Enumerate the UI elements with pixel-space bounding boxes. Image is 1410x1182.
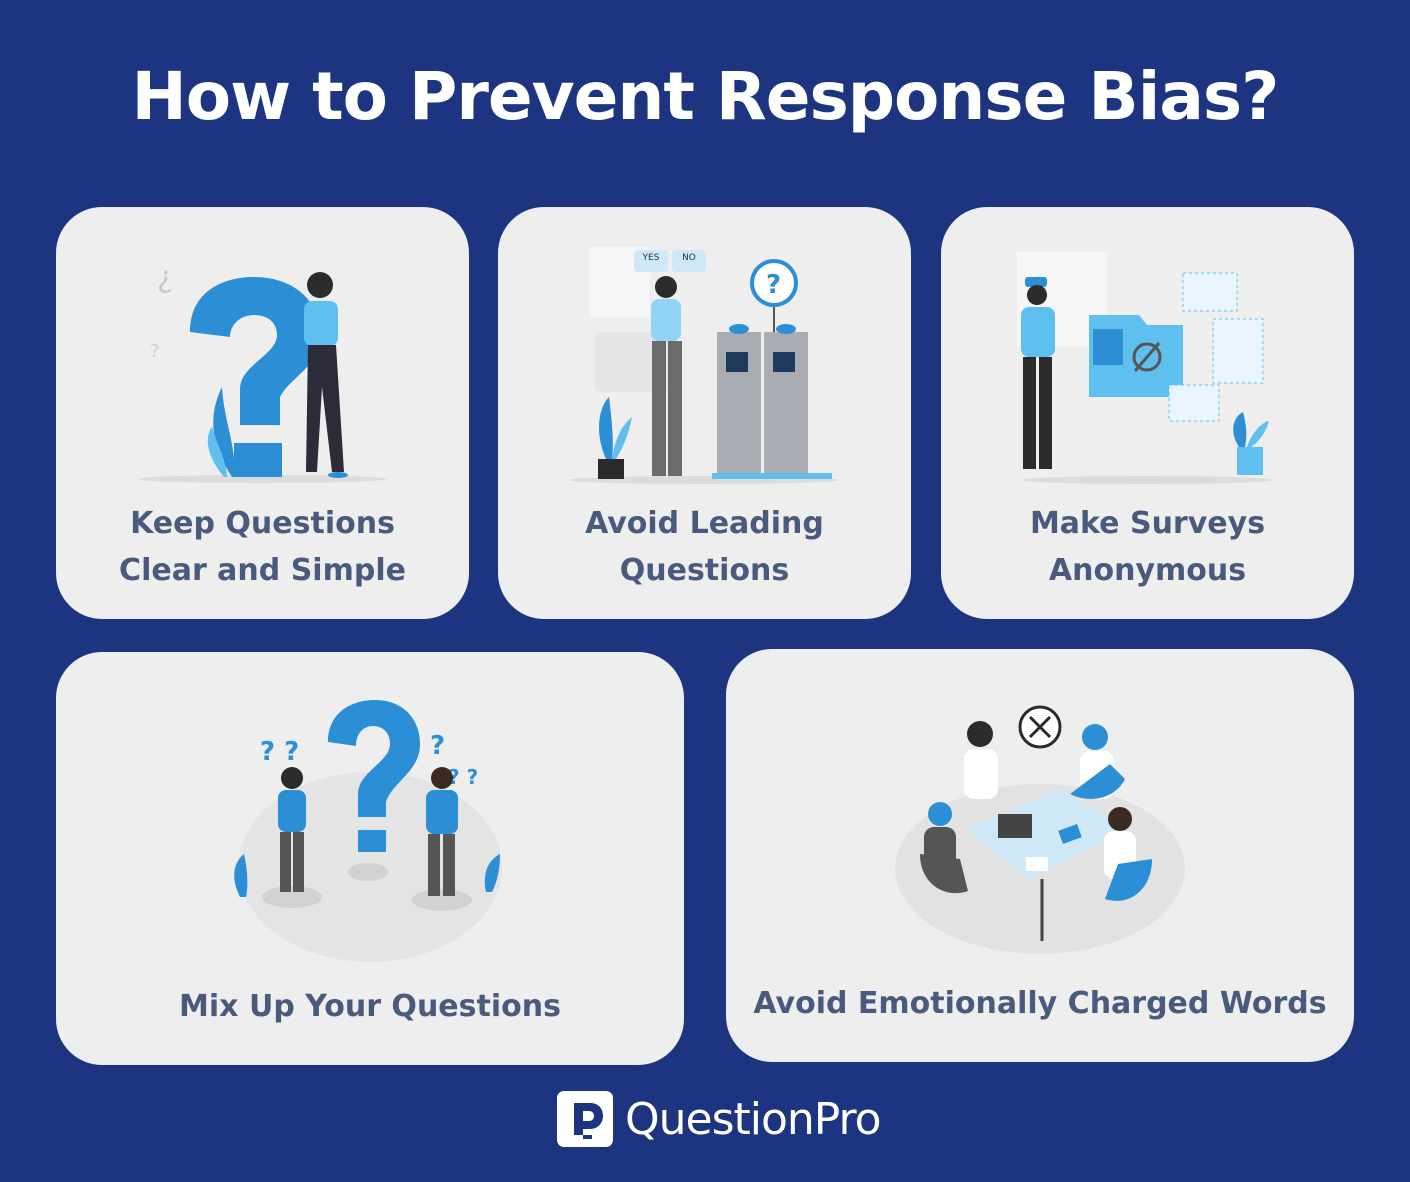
- card-avoid-leading-questions: ? YES NO Avoid Leading Questions: [498, 207, 911, 619]
- yes-bubble: YES: [642, 253, 660, 263]
- brand-name: QuestionPro: [625, 1093, 882, 1145]
- card-label-line2: Clear and Simple: [119, 553, 406, 588]
- card-label: Mix Up Your Questions: [179, 989, 561, 1024]
- card-make-surveys-anonymous: Make Surveys Anonymous: [941, 207, 1354, 619]
- card-label-line1: Make Surveys: [1029, 506, 1266, 541]
- person-choosing-yes-no-buttons-illustration: ?: [569, 247, 839, 484]
- svg-text:? ?: ? ?: [260, 737, 299, 767]
- card-label-line2: Questions: [619, 553, 790, 588]
- brand-footer: QuestionPro: [557, 1090, 882, 1148]
- svg-text:? ?: ? ?: [448, 765, 478, 789]
- two-people-with-question-marks-illustration: ? ? ? ? ?: [234, 700, 502, 962]
- svg-text:?: ?: [150, 341, 160, 362]
- svg-text:?: ?: [766, 270, 781, 300]
- card-label: Avoid Emotionally Charged Words: [753, 986, 1327, 1021]
- card-label-line2: Anonymous: [1048, 553, 1247, 588]
- page-title: How to Prevent Response Bias?: [131, 58, 1280, 135]
- svg-text:¿: ¿: [157, 260, 173, 295]
- card-keep-questions-clear: ¿ ? ¿ Keep Questions Clear and Simple: [56, 207, 469, 619]
- card-label: Make Surveys Anonymous: [941, 500, 1354, 594]
- no-bubble: NO: [682, 253, 696, 263]
- person-leaning-on-question-mark-illustration: ¿ ? ¿: [137, 260, 387, 483]
- card-mix-up-questions: ? ? ? ? ? Mix Up Your Questions: [56, 652, 684, 1065]
- card-label-line1: Keep Questions: [130, 506, 395, 541]
- card-label-line1: Avoid Leading: [585, 506, 824, 541]
- card-label: Avoid Leading Questions: [498, 500, 911, 594]
- card-avoid-emotional-words: Avoid Emotionally Charged Words: [726, 649, 1354, 1062]
- person-with-hidden-folder-illustration: [1017, 252, 1272, 484]
- questionpro-logo-icon: [557, 1091, 613, 1147]
- card-label: Keep Questions Clear and Simple: [56, 500, 469, 594]
- team-meeting-at-table-illustration: [895, 705, 1185, 954]
- svg-text:?: ?: [430, 731, 445, 761]
